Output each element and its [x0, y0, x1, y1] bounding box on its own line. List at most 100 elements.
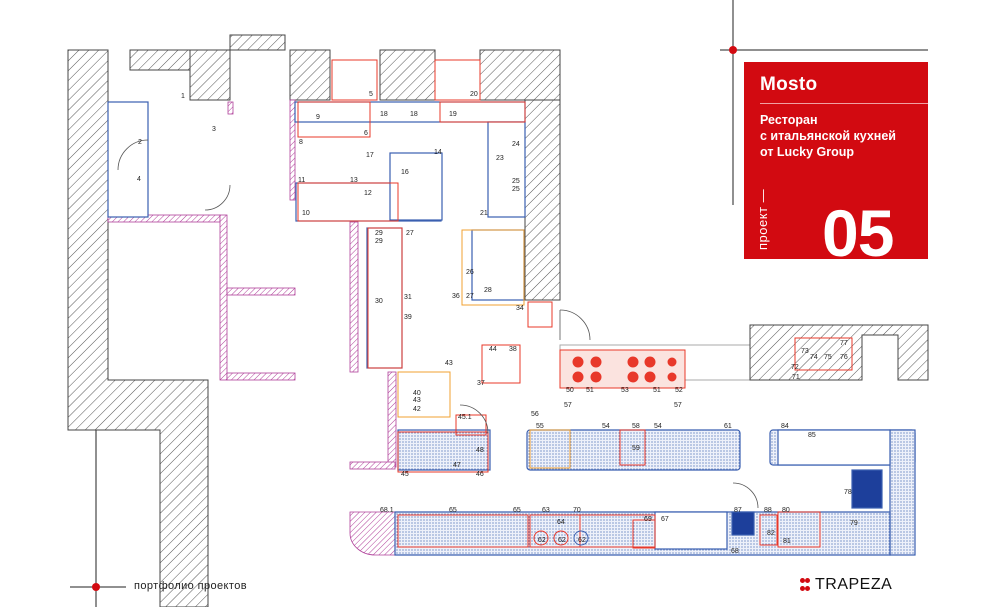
- plan-label: 38: [509, 346, 517, 353]
- plan-label: 67: [661, 516, 669, 523]
- plan-label: 45: [401, 471, 409, 478]
- plan-label: 69: [644, 516, 652, 523]
- plan-label: 71: [792, 374, 800, 381]
- plan-label: 62: [578, 537, 586, 544]
- plan-label: 58: [632, 423, 640, 430]
- walls: [67, 34, 929, 607]
- plan-label: 46: [476, 471, 484, 478]
- plan-label: 13: [350, 177, 358, 184]
- plan-label: 51: [653, 387, 661, 394]
- footer-guide-dot: [92, 583, 100, 591]
- plan-label: 1: [181, 93, 185, 100]
- plan-label: 84: [781, 423, 789, 430]
- doors: [117, 139, 759, 509]
- plan-label: 25: [512, 178, 520, 185]
- plan-label: 17: [366, 152, 374, 159]
- plan-label: 55: [536, 423, 544, 430]
- plan-label: 29: [375, 238, 383, 245]
- plan-label: 18: [380, 111, 388, 118]
- plan-label: 45.1: [458, 414, 472, 421]
- plan-label: 73: [801, 348, 809, 355]
- plan-label: 30: [375, 298, 383, 305]
- plan-label: 74: [810, 354, 818, 361]
- plan-label: 29: [375, 230, 383, 237]
- brand-name: TRAPEZA: [815, 576, 893, 593]
- subtitle-line: от Lucky Group: [760, 145, 855, 159]
- plan-label: 24: [512, 141, 520, 148]
- plan-label: 36: [452, 293, 460, 300]
- subtitle-line: Ресторан: [760, 113, 818, 127]
- plan-label: 68: [731, 548, 739, 555]
- plan-label: 31: [404, 294, 412, 301]
- plan-label: 56: [531, 411, 539, 418]
- plan-label: 65: [449, 507, 457, 514]
- plan-label: 78: [844, 489, 852, 496]
- plan-label: 14: [434, 149, 442, 156]
- plan-label: 20: [470, 91, 478, 98]
- plan-label: 64: [557, 519, 565, 526]
- plan-label: 88: [764, 507, 772, 514]
- plan-label: 8: [299, 139, 303, 146]
- plan-label: 47: [453, 462, 461, 469]
- plan-label: 57: [564, 402, 572, 409]
- plan-label: 4: [137, 176, 141, 183]
- plan-label: 50: [566, 387, 574, 394]
- guide-dot: [729, 46, 737, 54]
- portfolio-label: портфолио проектов: [134, 580, 247, 592]
- plan-label: 68.1: [380, 507, 394, 514]
- plan-label: 59: [632, 445, 640, 452]
- plan-label: 51: [586, 387, 594, 394]
- brand-logo: TRAPEZA: [800, 576, 892, 594]
- subtitle-line: с итальянской кухней: [760, 129, 896, 143]
- plan-label: 21: [480, 210, 488, 217]
- plan-label: 75: [824, 354, 832, 361]
- plan-label: 54: [654, 423, 662, 430]
- plan-label: 2: [138, 139, 142, 146]
- project-name: Mosto: [760, 74, 818, 95]
- equipment: [297, 59, 853, 549]
- plan-label: 18: [410, 111, 418, 118]
- plan-label: 87: [734, 507, 742, 514]
- counters: [107, 101, 916, 556]
- plan-label: 27: [406, 230, 414, 237]
- logo-dots-icon: [800, 578, 810, 592]
- plan-label: 79: [850, 520, 858, 527]
- plan-label: 44: [489, 346, 497, 353]
- plan-label: 10: [302, 210, 310, 217]
- project-card: Mosto Ресторан с итальянской кухней от L…: [744, 62, 928, 259]
- plan-label: 12: [364, 190, 372, 197]
- plan-label: 11: [298, 177, 305, 184]
- plan-label: 62: [538, 537, 546, 544]
- plan-label: 16: [401, 169, 409, 176]
- plan-label: 80: [782, 507, 790, 514]
- plan-label: 9: [316, 114, 320, 121]
- plan-label: 82: [767, 530, 775, 537]
- plan-label: 19: [449, 111, 457, 118]
- project-subtitle: Ресторан с итальянской кухней от Lucky G…: [760, 112, 896, 160]
- plan-label: 43: [445, 360, 453, 367]
- plan-label: 27: [466, 293, 474, 300]
- plan-label: 39: [404, 314, 412, 321]
- plan-label: 6: [364, 130, 368, 137]
- plan-label: 61: [724, 423, 732, 430]
- card-divider: [760, 103, 928, 104]
- plan-label: 5: [369, 91, 373, 98]
- plan-label: 34: [516, 305, 524, 312]
- plan-label: 43: [413, 397, 421, 404]
- plan-label: 63: [542, 507, 550, 514]
- plan-label: 40: [413, 390, 421, 397]
- plan-label: 85: [808, 432, 816, 439]
- project-number: 05: [822, 196, 894, 259]
- plan-label: 53: [621, 387, 629, 394]
- plan-label: 37: [477, 380, 485, 387]
- plan-label: 3: [212, 126, 216, 133]
- plan-label: 77: [840, 340, 848, 347]
- plan-label: 23: [496, 155, 504, 162]
- plan-label: 62: [558, 537, 566, 544]
- partitions: [107, 99, 397, 556]
- plan-label: 42: [413, 406, 421, 413]
- plan-label: 81: [783, 538, 791, 545]
- plan-label: 76: [840, 354, 848, 361]
- plan-label: 28: [484, 287, 492, 294]
